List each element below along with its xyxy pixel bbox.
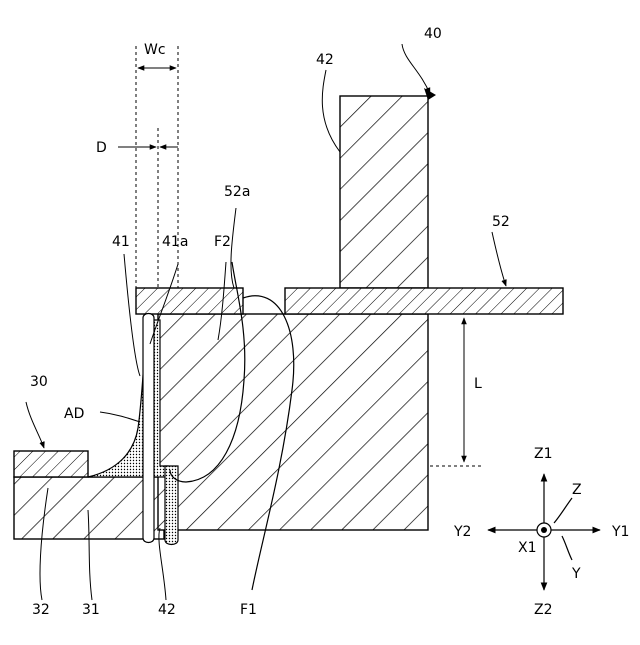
label-40: 40 xyxy=(424,26,442,42)
axis-y2: Y2 xyxy=(453,524,471,540)
label-42-top: 42 xyxy=(316,52,334,68)
label-52a: 52a xyxy=(224,184,250,200)
plate-52 xyxy=(285,288,563,314)
axis-z2: Z2 xyxy=(534,602,553,618)
label-52: 52 xyxy=(492,214,510,230)
flange-41 xyxy=(143,314,154,543)
label-32: 32 xyxy=(32,602,50,618)
projection-42 xyxy=(165,466,178,545)
label-30: 30 xyxy=(30,374,48,390)
label-41: 41 xyxy=(112,234,130,250)
axis-z: Z xyxy=(572,482,582,498)
axis-y1: Y1 xyxy=(611,524,629,540)
axis-x1: X1 xyxy=(518,540,537,556)
rib-42-upper xyxy=(340,88,436,288)
label-42-bottom: 42 xyxy=(158,602,176,618)
label-l: L xyxy=(474,376,482,392)
member-32 xyxy=(14,451,88,477)
label-41a: 41a xyxy=(162,234,188,250)
label-31: 31 xyxy=(82,602,100,618)
adhesive-ad xyxy=(88,320,168,477)
plate-52a xyxy=(136,288,243,314)
label-d: D xyxy=(96,140,107,156)
label-f2: F2 xyxy=(214,234,231,250)
coordinate-axes xyxy=(488,474,600,590)
label-ad: AD xyxy=(64,406,84,422)
label-wc: Wc xyxy=(144,42,166,58)
axis-y: Y xyxy=(571,566,581,582)
label-f1: F1 xyxy=(240,602,257,618)
axis-z1: Z1 xyxy=(534,446,553,462)
